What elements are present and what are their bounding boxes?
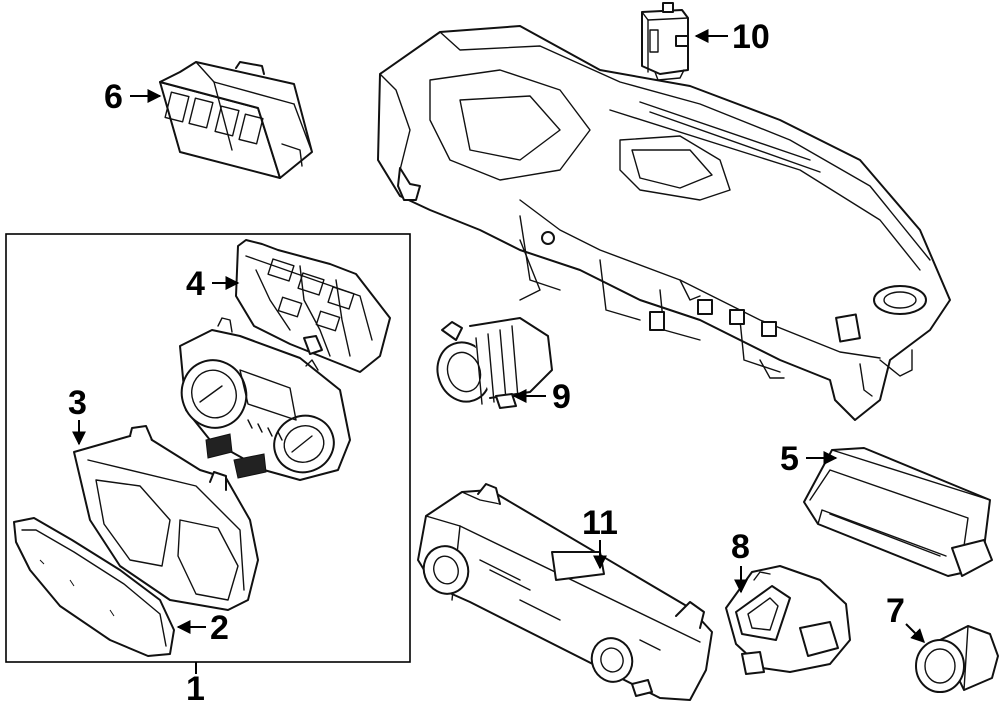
- callout-10: 10: [732, 18, 770, 56]
- callout-1: 1: [186, 670, 205, 702]
- callout-7: 7: [886, 592, 905, 630]
- part-7-start-button[interactable]: [915, 625, 999, 693]
- part-6-switch-panel[interactable]: [159, 61, 313, 179]
- dashboard-panel[interactable]: [377, 25, 951, 421]
- part-3-lens-housing[interactable]: [73, 425, 259, 611]
- part-5-display[interactable]: [803, 447, 993, 577]
- callout-labels: 1 2 3 4 5 6 7 8 9 10 11: [68, 18, 905, 702]
- callout-4: 4: [186, 265, 205, 303]
- callout-11: 11: [582, 504, 618, 542]
- part-9-vent[interactable]: [429, 317, 553, 409]
- callout-2: 2: [210, 609, 229, 647]
- cluster-group-box: [5, 233, 411, 663]
- part-11-climate-panel[interactable]: [417, 483, 713, 701]
- part-8-module[interactable]: [725, 565, 851, 675]
- cluster-gauge-face[interactable]: [172, 317, 351, 481]
- callout-8: 8: [731, 528, 750, 566]
- callout-leaders: [72, 29, 925, 674]
- part-4-rear-housing[interactable]: [235, 239, 391, 373]
- callout-5: 5: [780, 440, 799, 478]
- callout-9: 9: [552, 378, 571, 416]
- callout-6: 6: [104, 78, 123, 116]
- leader-7: [905, 623, 925, 643]
- callout-3: 3: [68, 384, 87, 422]
- part-2-lens[interactable]: [13, 517, 175, 657]
- part-10-switch[interactable]: [641, 2, 689, 81]
